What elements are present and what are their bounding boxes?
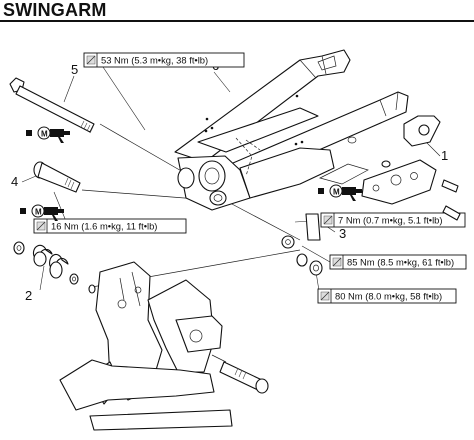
grease-marker: M xyxy=(41,130,48,139)
grease-marker: M xyxy=(333,188,340,197)
chain-guide-part-1 xyxy=(361,115,461,221)
swingarm-body-part-6 xyxy=(174,49,409,211)
torque-spec-53: 53 Nm (5.3 m•kg, 38 ft•lb) xyxy=(83,52,245,68)
fastener-part-3 xyxy=(281,213,323,276)
callout-1: 1 xyxy=(441,148,448,163)
torque-spec-label: 80 Nm (8.0 m•kg, 58 ft•lb) xyxy=(335,291,442,302)
page-title: SWINGARM xyxy=(3,0,107,20)
torque-wrench-icon xyxy=(323,215,333,225)
bushing-set-part-2 xyxy=(13,241,96,294)
torque-spec-16: 16 Nm (1.6 m•kg, 11 ft•lb) xyxy=(33,218,187,234)
pivot-shaft-part-5 xyxy=(9,77,95,134)
torque-spec-label: 53 Nm (5.3 m•kg, 38 ft•lb) xyxy=(101,55,208,66)
callout-3: 3 xyxy=(339,226,346,241)
callout-4: 4 xyxy=(11,174,18,189)
torque-wrench-icon xyxy=(320,291,330,301)
torque-spec-7: 7 Nm (0.7 m•kg, 5.1 ft•lb) xyxy=(320,212,466,228)
grease-gun-icon: M xyxy=(26,126,70,143)
frame-section xyxy=(59,261,269,431)
torque-spec-label: 7 Nm (0.7 m•kg, 5.1 ft•lb) xyxy=(338,215,443,226)
torque-wrench-icon xyxy=(332,257,342,267)
callout-2: 2 xyxy=(25,288,32,303)
grease-marker: M xyxy=(35,208,42,217)
torque-spec-label: 16 Nm (1.6 m•kg, 11 ft•lb) xyxy=(51,221,157,232)
callout-5: 5 xyxy=(71,62,78,77)
grease-gun-icon: M xyxy=(20,204,64,221)
torque-spec-80: 80 Nm (8.0 m•kg, 58 ft•lb) xyxy=(317,288,457,304)
grease-gun-icon: M xyxy=(318,184,362,201)
title-rule xyxy=(0,20,474,22)
torque-spec-85: 85 Nm (8.5 m•kg, 61 ft•lb) xyxy=(329,254,467,270)
torque-wrench-icon xyxy=(86,55,96,65)
torque-spec-label: 85 Nm (8.5 m•kg, 61 ft•lb) xyxy=(347,257,454,268)
pivot-bolt-part-4 xyxy=(33,161,81,193)
torque-wrench-icon xyxy=(36,221,46,231)
